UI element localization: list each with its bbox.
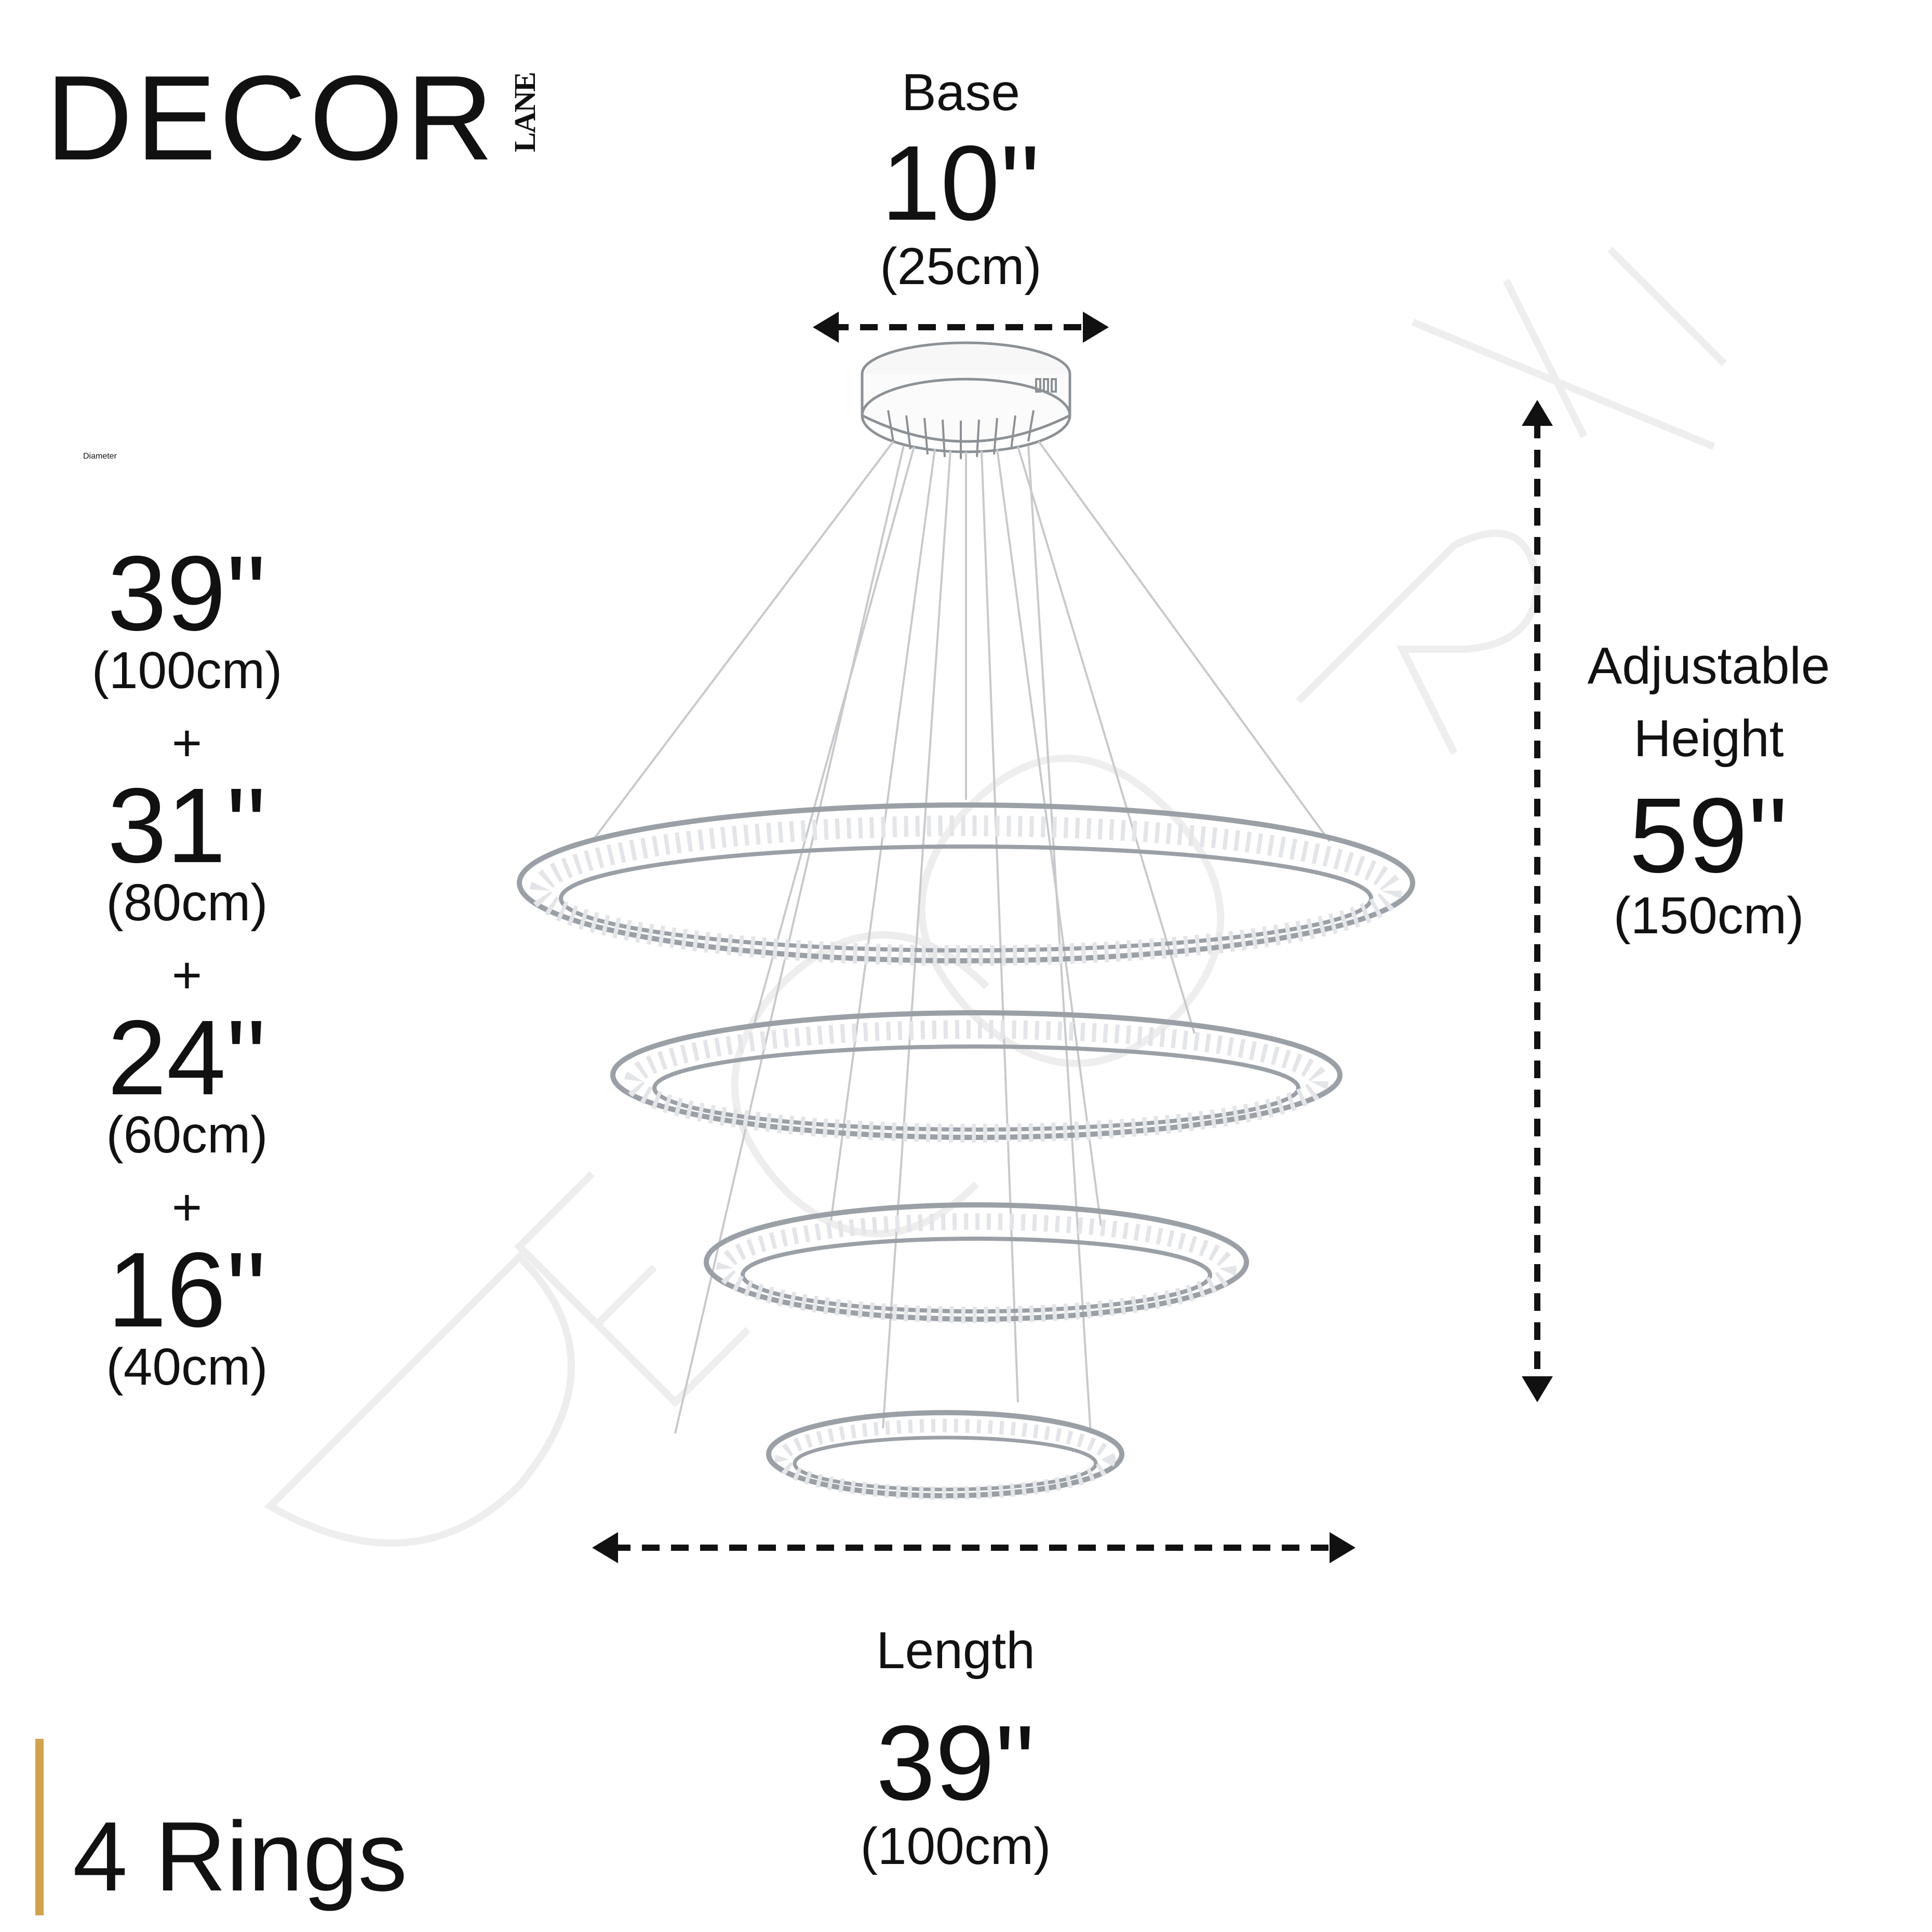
height-arrow <box>1522 400 1553 1402</box>
diameter-plus-3: + <box>171 1178 203 1237</box>
base-label: Base <box>902 63 1020 122</box>
diameter-plus-1: + <box>171 714 203 772</box>
length-label: Length <box>876 1621 1035 1680</box>
diameter-list: 39'' (100cm) + 31'' (80cm) + 24'' (60cm)… <box>47 540 327 1393</box>
ring-3 <box>704 1202 1249 1323</box>
rings-count: 4 Rings <box>73 1802 408 1912</box>
base-dimension: Base 10'' (25cm) <box>831 66 1091 292</box>
canopy <box>861 341 1071 453</box>
diameter-4-imperial: 16'' <box>107 1230 267 1349</box>
suspension-wires <box>591 440 1331 1434</box>
ring-4 <box>766 1410 1124 1500</box>
diameter-4-metric: (40cm) <box>106 1338 268 1396</box>
length-arrow <box>592 1532 1356 1563</box>
length-imperial: 39'' <box>876 1703 1036 1822</box>
height-metric: (150cm) <box>1613 887 1804 945</box>
diameter-3-imperial: 24'' <box>107 998 267 1117</box>
ring-2 <box>610 1010 1343 1143</box>
height-label-line2: Height <box>1633 709 1784 768</box>
diameter-3-metric: (60cm) <box>106 1106 268 1164</box>
diameter-2-imperial: 31'' <box>107 766 267 885</box>
length-metric: (100cm) <box>860 1817 1051 1875</box>
base-arrow <box>813 312 1109 343</box>
diameter-1-imperial: 39'' <box>107 534 267 653</box>
ring-1 <box>517 802 1415 966</box>
canopy-detail <box>887 378 1057 459</box>
diameter-2-metric: (80cm) <box>106 874 268 932</box>
height-imperial: 59'' <box>1629 776 1789 895</box>
diameter-1-metric: (100cm) <box>91 641 283 700</box>
length-dimension: Length 39'' (100cm) <box>821 1625 1091 1872</box>
base-metric: (25cm) <box>880 237 1042 296</box>
base-imperial: 10'' <box>881 124 1041 243</box>
height-label-line1: Adjustable <box>1587 637 1830 695</box>
brand-logo: DECOR <box>46 51 497 185</box>
diameter-label: Diameter <box>83 452 117 461</box>
watermark <box>264 247 1727 1547</box>
diameter-plus-2: + <box>171 946 203 1004</box>
height-dimension: Adjustable Height 59'' (150cm) <box>1548 640 1870 942</box>
accent-bar <box>35 1739 44 1915</box>
brand-logo-sub: LANE <box>508 73 542 153</box>
